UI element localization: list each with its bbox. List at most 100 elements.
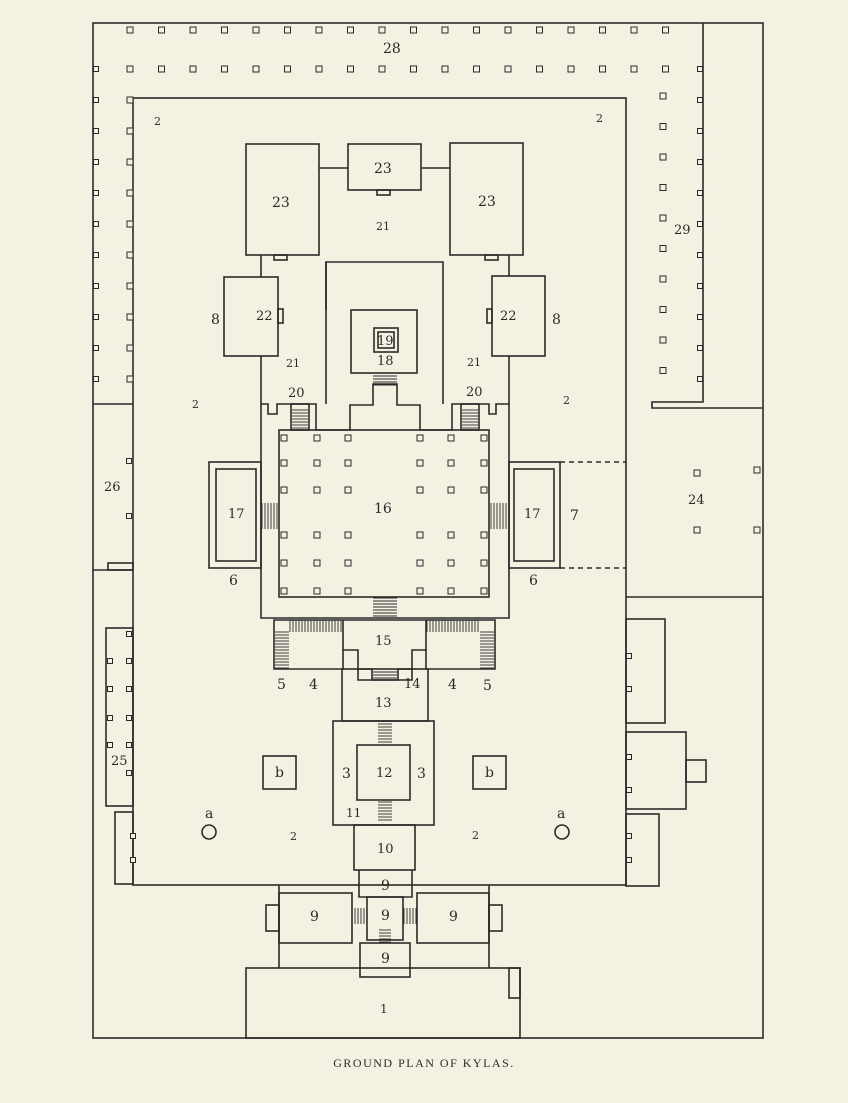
label-28: 28: [383, 41, 401, 57]
pillar: [347, 26, 354, 34]
pillar: [126, 220, 134, 228]
label-b: b: [275, 765, 284, 781]
pillar: [313, 434, 321, 442]
pillar: [473, 65, 480, 73]
label-9: 9: [449, 909, 458, 925]
pillar: [480, 531, 488, 539]
porch-17-right: [508, 461, 561, 569]
pillar: [626, 787, 632, 793]
label-2: 2: [192, 398, 199, 411]
pillar: [126, 344, 134, 352]
pillar: [480, 459, 488, 467]
pillar: [126, 658, 132, 664]
pillar: [659, 275, 667, 283]
pillar: [344, 486, 352, 494]
label-2: 2: [472, 829, 479, 842]
pillar: [659, 367, 667, 374]
pillar: [126, 631, 132, 637]
pillar: [447, 587, 455, 595]
pillar: [221, 65, 228, 73]
pillar: [378, 26, 386, 34]
pillar: [252, 65, 260, 73]
pillar: [126, 189, 134, 197]
label-9: 9: [310, 909, 319, 925]
label-24: 24: [688, 493, 705, 508]
pillar: [626, 686, 632, 692]
pillar: [280, 459, 288, 467]
pillar: [280, 559, 288, 567]
pillar: [93, 345, 99, 351]
pillar: [659, 245, 667, 252]
pillar: [630, 65, 638, 73]
label-13: 13: [375, 696, 392, 711]
pillar: [626, 653, 632, 659]
pillar: [93, 97, 99, 103]
porch-17-left: [208, 461, 262, 569]
label-29: 29: [674, 223, 691, 238]
pillar: [313, 459, 321, 467]
label-17: 17: [228, 507, 245, 522]
pillar: [126, 742, 132, 748]
right-cell-2-annex: [685, 759, 707, 783]
pillar: [107, 715, 113, 721]
pillar: [447, 434, 455, 442]
pillar: [416, 587, 424, 595]
pillar: [315, 26, 323, 34]
pillar: [252, 26, 260, 34]
right-cell-3: [625, 813, 660, 887]
label-22: 22: [256, 309, 273, 324]
pillar: [221, 26, 228, 34]
pillar: [480, 486, 488, 494]
pillars: [93, 26, 761, 863]
pillar: [599, 65, 606, 73]
label-23: 23: [478, 194, 496, 210]
pillar: [93, 159, 99, 165]
pillar: [410, 26, 417, 34]
pillar: [280, 587, 288, 595]
pillar: [447, 531, 455, 539]
label-3: 3: [342, 766, 351, 782]
nandi-shrine-12: [356, 744, 411, 801]
pillar: [536, 26, 543, 34]
label-5: 5: [277, 677, 286, 693]
pillar: [313, 559, 321, 567]
right-cell-2: [625, 731, 687, 810]
pillar: [753, 466, 761, 474]
label-2: 2: [154, 115, 161, 128]
pillar: [567, 65, 575, 73]
pillar: [480, 434, 488, 442]
left-cell-25: [105, 627, 134, 807]
label-9: 9: [381, 951, 390, 967]
pillar: [107, 686, 113, 692]
pillar: [659, 214, 667, 222]
label-9: 9: [381, 878, 390, 894]
label-8: 8: [211, 312, 220, 328]
label-12: 12: [376, 766, 393, 781]
right-cell-1: [625, 618, 666, 724]
pillar: [697, 97, 703, 103]
pillar: [313, 531, 321, 539]
label-16: 16: [374, 501, 392, 517]
pillar: [416, 559, 424, 567]
pillar: [697, 159, 703, 165]
pillar: [280, 531, 288, 539]
pillar: [697, 252, 703, 258]
pillar: [567, 26, 575, 34]
label-26: 26: [104, 480, 121, 495]
pillar: [344, 459, 352, 467]
pillar: [447, 459, 455, 467]
pillar: [93, 221, 99, 227]
pillar: [126, 251, 134, 259]
pillar: [697, 128, 703, 134]
label-14: 14: [404, 677, 421, 692]
label-10: 10: [377, 842, 394, 857]
pillar: [626, 833, 632, 839]
label-25: 25: [111, 754, 128, 769]
pillar: [662, 26, 669, 34]
pillar: [107, 658, 113, 664]
label-21: 21: [467, 356, 481, 369]
label-19: 19: [377, 334, 394, 349]
pedestal-b-right: [472, 755, 507, 790]
pillar: [378, 65, 386, 73]
